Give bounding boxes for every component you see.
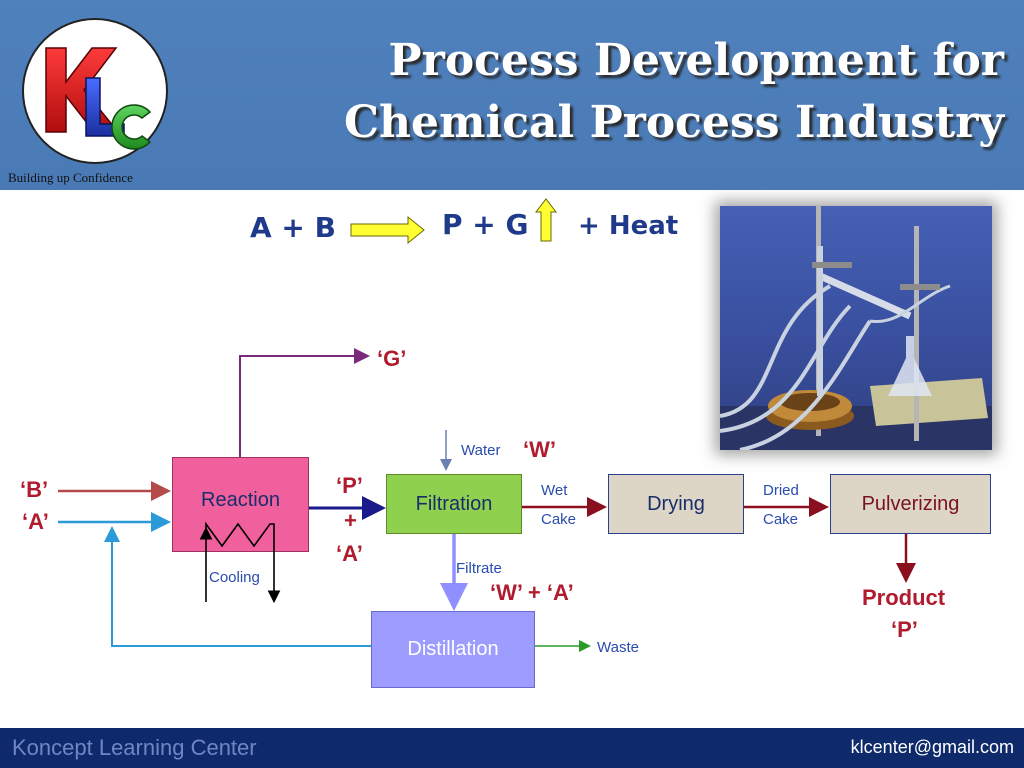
pulverizing-box: Pulverizing: [830, 474, 991, 534]
product-label: Product: [862, 585, 946, 610]
lab-apparatus-illustration: [720, 206, 992, 450]
klc-logo-mark: [45, 47, 152, 150]
filtration-label: Filtration: [415, 492, 493, 515]
equation-heat: + Heat: [578, 211, 679, 241]
footer-bar: Koncept Learning Center klcenter@gmail.c…: [0, 728, 1024, 768]
filtration-box: Filtration: [386, 474, 522, 534]
title-line-1: Process Development for: [388, 35, 1004, 86]
wet-cake-label: Cake: [541, 511, 577, 528]
footer-org-name: Koncept Learning Center: [12, 735, 257, 760]
page-title: Process Development for Chemical Process…: [344, 30, 1004, 154]
header-banner: Building up Confidence Process Developme…: [0, 0, 1024, 190]
cooling-coil: [199, 521, 281, 604]
a-label: ‘A’: [336, 541, 363, 566]
wet-label: Wet: [541, 482, 568, 499]
gas-up-arrow: [534, 198, 558, 242]
drying-box: Drying: [608, 474, 744, 534]
footer-email: klcenter@gmail.com: [850, 737, 1014, 757]
dried-cake-label: Cake: [763, 511, 799, 528]
reaction-label: Reaction: [201, 489, 280, 511]
water-w-label: ‘W’: [523, 437, 556, 462]
distillation-label: Distillation: [407, 638, 499, 660]
equation-products: P + G: [442, 208, 529, 241]
plus-label: +: [344, 508, 357, 533]
pulverizing-label: Pulverizing: [861, 492, 960, 515]
waste-label: Waste: [597, 639, 639, 656]
lab-apparatus-photo: [720, 206, 992, 450]
input-b-label: ‘B’: [20, 477, 49, 502]
input-a-label: ‘A’: [22, 509, 49, 534]
p-label: ‘P’: [336, 473, 363, 498]
filtrate-content-label: ‘W’ + ‘A’: [490, 580, 574, 605]
distillation-box: Distillation: [371, 611, 535, 688]
dried-label: Dried: [763, 482, 799, 499]
klc-logo: [22, 18, 168, 164]
filtrate-label: Filtrate: [456, 560, 502, 577]
title-line-2: Chemical Process Industry: [343, 97, 1004, 148]
logo-tagline: Building up Confidence: [8, 170, 133, 185]
equation-arrow: [350, 215, 425, 245]
recycle-a-arrow: [104, 526, 371, 647]
gas-out-arrow: [239, 348, 370, 457]
reaction-box: Reaction: [172, 457, 309, 552]
product-p-label: ‘P’: [891, 617, 918, 642]
cooling-label: Cooling: [209, 569, 260, 586]
drying-label: Drying: [647, 492, 705, 515]
water-label: Water: [461, 442, 501, 459]
gas-out-label: ‘G’: [377, 346, 407, 371]
equation-reactants: A + B: [250, 211, 336, 244]
